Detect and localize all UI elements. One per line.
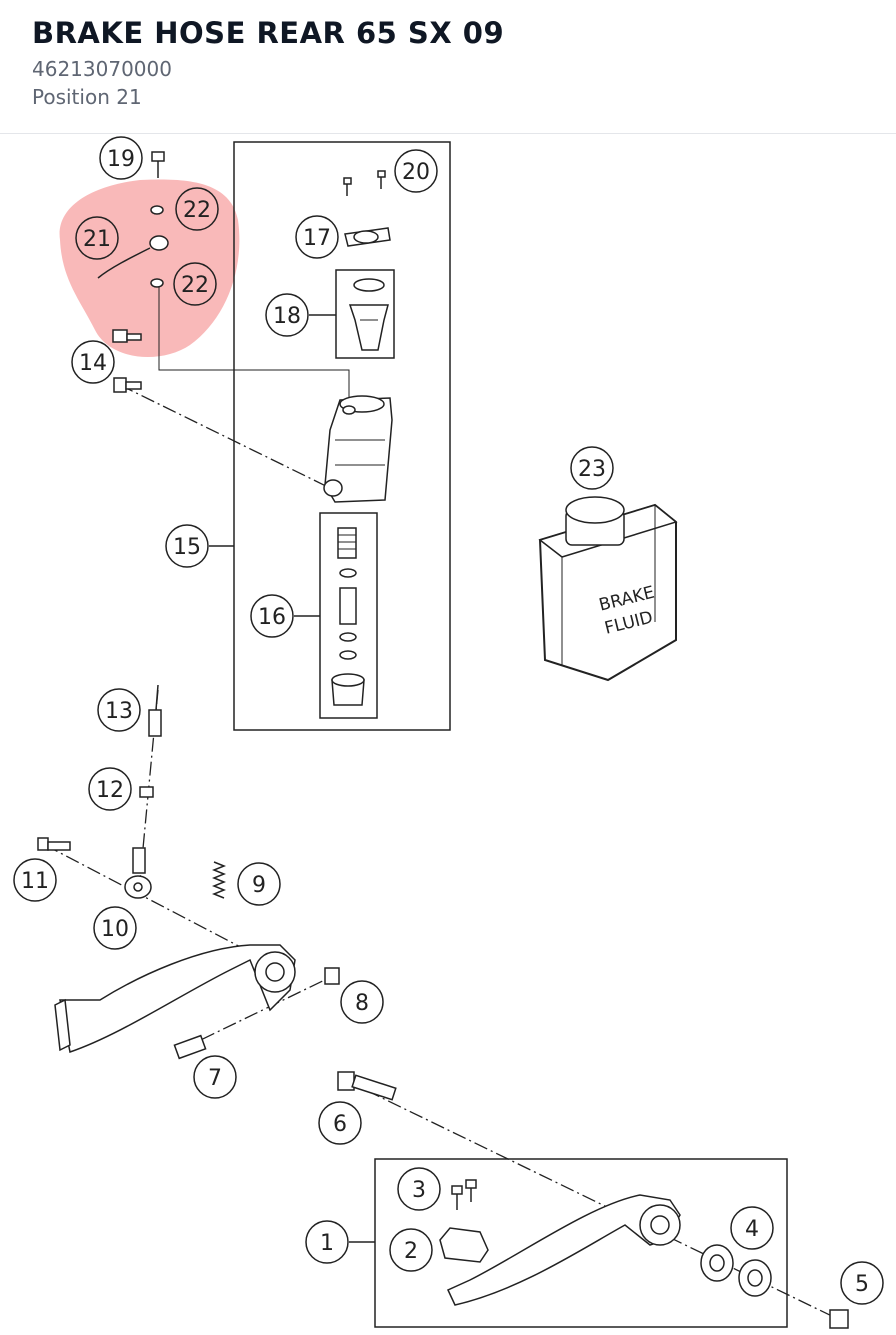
callout-7[interactable]: 7 <box>193 1055 237 1099</box>
svg-text:13: 13 <box>105 699 133 724</box>
brake-fluid-can-23: BRAKE FLUID <box>538 496 678 682</box>
nut-12 <box>139 786 154 798</box>
brake-pedal-group-box <box>374 1158 788 1328</box>
cap-seal-box <box>335 269 395 359</box>
bearings-4 <box>700 1244 772 1297</box>
callout-5[interactable]: 5 <box>840 1261 884 1305</box>
svg-text:22: 22 <box>183 198 211 223</box>
washer-22-bottom <box>150 278 164 288</box>
svg-text:9: 9 <box>252 873 266 898</box>
highlight-region <box>59 179 240 357</box>
svg-text:15: 15 <box>173 535 201 560</box>
svg-text:6: 6 <box>333 1112 347 1137</box>
callout-13[interactable]: 13 <box>97 688 141 732</box>
callout-1[interactable]: 1 <box>305 1220 349 1264</box>
washer-22-top <box>150 205 164 215</box>
svg-text:3: 3 <box>412 1178 426 1203</box>
screws-3 <box>451 1179 477 1210</box>
callout-18[interactable]: 18 <box>265 293 309 337</box>
svg-text:5: 5 <box>855 1272 869 1297</box>
svg-text:10: 10 <box>101 917 129 942</box>
callout-9[interactable]: 9 <box>237 862 281 906</box>
brake-hose-21 <box>97 235 169 279</box>
callout-11[interactable]: 11 <box>13 858 57 902</box>
callout-17[interactable]: 17 <box>295 215 339 259</box>
brake-pedal-lower <box>447 1194 681 1306</box>
callout-3[interactable]: 3 <box>397 1167 441 1211</box>
svg-text:18: 18 <box>273 304 301 329</box>
svg-text:19: 19 <box>107 147 135 172</box>
svg-text:23: 23 <box>578 457 606 482</box>
svg-text:11: 11 <box>21 869 49 894</box>
callout-22-top[interactable]: 22 <box>175 187 219 231</box>
callout-21[interactable]: 21 <box>75 216 119 260</box>
callout-22-bottom[interactable]: 22 <box>173 262 217 306</box>
callout-8[interactable]: 8 <box>340 980 384 1024</box>
nut-8 <box>324 967 340 985</box>
callout-16[interactable]: 16 <box>250 594 294 638</box>
svg-text:22: 22 <box>181 273 209 298</box>
page-header: BRAKE HOSE REAR 65 SX 09 46213070000 Pos… <box>0 0 896 134</box>
svg-text:12: 12 <box>96 778 124 803</box>
svg-text:7: 7 <box>208 1066 222 1091</box>
svg-text:21: 21 <box>83 227 111 252</box>
position-label: Position 21 <box>32 85 142 109</box>
pin-7 <box>173 1034 207 1060</box>
bolt-19 <box>151 151 165 178</box>
axis-pin <box>179 974 336 1051</box>
svg-text:2: 2 <box>404 1239 418 1264</box>
svg-text:17: 17 <box>303 226 331 251</box>
clevis-10 <box>124 847 152 899</box>
svg-text:16: 16 <box>258 605 286 630</box>
exploded-parts-diagram: BRAKE FLUID <box>13 136 884 1329</box>
master-cylinder-body <box>323 395 393 503</box>
part-number: 46213070000 <box>32 57 172 81</box>
svg-text:8: 8 <box>355 991 369 1016</box>
callout-6[interactable]: 6 <box>318 1101 362 1145</box>
reservoir-cap-17 <box>344 227 391 247</box>
bolt-11 <box>37 837 71 851</box>
axis-pivot <box>44 844 276 966</box>
svg-text:20: 20 <box>402 160 430 185</box>
nut-5 <box>829 1309 849 1329</box>
page-title: BRAKE HOSE REAR 65 SX 09 <box>32 16 505 50</box>
axis-banjo <box>119 384 331 489</box>
cap-seal-18 <box>348 278 389 351</box>
callout-10[interactable]: 10 <box>93 906 137 950</box>
svg-text:14: 14 <box>79 351 107 376</box>
bolt-6 <box>337 1071 397 1101</box>
screws-20 <box>343 170 386 196</box>
callout-12[interactable]: 12 <box>88 767 132 811</box>
pushrod-13 <box>148 684 162 737</box>
svg-text:1: 1 <box>320 1231 334 1256</box>
callout-15[interactable]: 15 <box>165 524 209 568</box>
banjo-bolt-14 <box>113 377 142 393</box>
callout-4[interactable]: 4 <box>730 1206 774 1250</box>
callout-2[interactable]: 2 <box>389 1228 433 1272</box>
callout-23[interactable]: 23 <box>570 446 614 490</box>
callout-20[interactable]: 20 <box>394 149 438 193</box>
piston-kit-16 <box>331 527 365 706</box>
hose-fitting <box>112 329 142 343</box>
hose-leader <box>158 287 350 400</box>
callout-14[interactable]: 14 <box>71 340 115 384</box>
master-cylinder-group-box <box>233 141 451 731</box>
step-plate-2 <box>439 1227 489 1263</box>
brake-pedal-upper <box>54 944 296 1053</box>
svg-text:4: 4 <box>745 1217 759 1242</box>
callout-19[interactable]: 19 <box>99 136 143 180</box>
spring-9 <box>211 861 227 899</box>
